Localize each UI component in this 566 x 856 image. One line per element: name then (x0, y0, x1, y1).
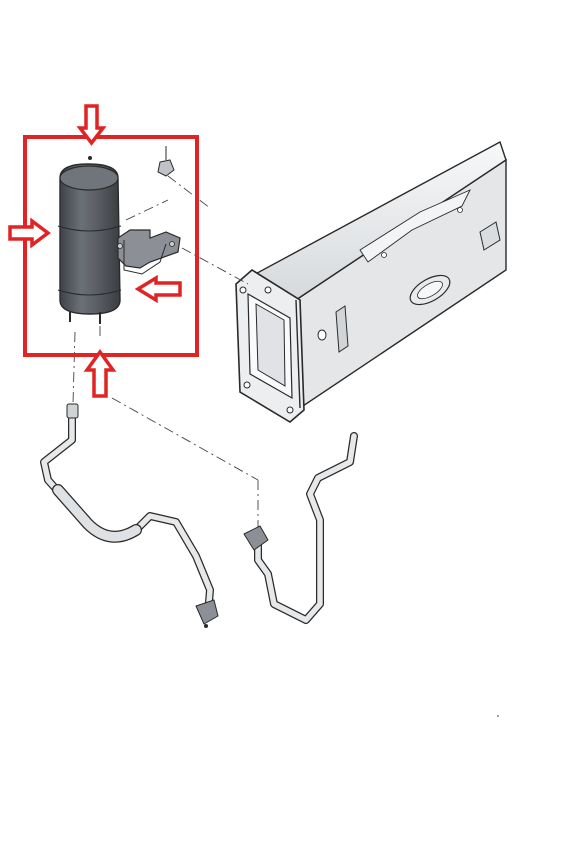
receiver-drier (57, 156, 122, 324)
refrigerant-pipe-right (243, 432, 358, 624)
frame-rail (235, 140, 507, 423)
stray-mark (497, 715, 499, 717)
arrow-down-icon (76, 104, 107, 146)
arrow-left-icon (134, 274, 182, 304)
arrow-right-icon (8, 217, 51, 249)
refrigerant-pipe-left (40, 403, 219, 628)
highlight-box (23, 135, 199, 357)
arrow-up-icon (83, 349, 117, 398)
mounting-bracket (117, 229, 181, 275)
bolt (157, 146, 175, 177)
leader-lines (72, 175, 259, 528)
